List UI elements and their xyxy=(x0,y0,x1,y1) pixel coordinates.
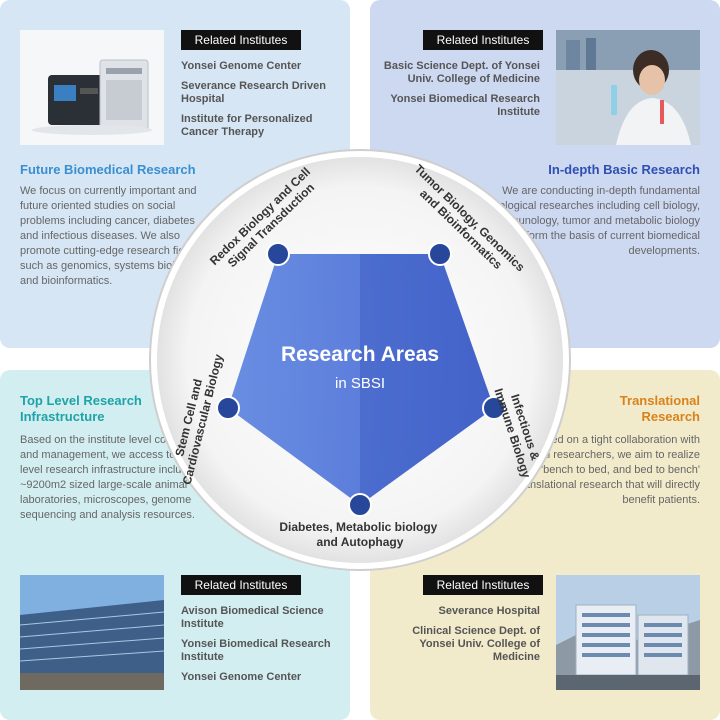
area-node-infectious xyxy=(482,396,506,420)
institute-item: Yonsei Biomedical Research Institute xyxy=(181,638,331,663)
institute-item: Severance Hospital xyxy=(438,605,541,617)
institute-item: Yonsei Genome Center xyxy=(181,671,302,683)
basic-research-description: We are conducting in-depth fundamental b… xyxy=(490,185,700,257)
related-institutes-label-infra: Related Institutes xyxy=(181,575,301,595)
area-node-stemcell xyxy=(216,396,240,420)
institute-item: Institute for Personalized Cancer Therap… xyxy=(181,113,313,138)
infrastructure-description: Based on the institute level collaborati… xyxy=(20,434,217,521)
institute-list-future: Yonsei Genome Center Severance Research … xyxy=(181,60,331,146)
related-institutes-label-future: Related Institutes xyxy=(181,30,301,50)
institute-item: Avison Biomedical Science Institute xyxy=(181,605,324,630)
basic-research-title: In-depth Basic Research xyxy=(548,162,700,177)
pentagon-shade xyxy=(360,254,494,505)
institute-item: Severance Research Driven Hospital xyxy=(181,80,326,105)
infrastructure-title: Top Level Research Infrastructure xyxy=(20,393,142,424)
future-research-description: We focus on currently important and futu… xyxy=(20,185,199,287)
area-node-tumor xyxy=(428,242,452,266)
institute-item: Yonsei Biomedical Research Institute xyxy=(390,93,540,118)
institute-list-infra: Avison Biomedical Science Institute Yons… xyxy=(181,605,341,691)
institute-item: Basic Science Dept. of Yonsei Univ. Coll… xyxy=(383,60,540,85)
research-building-photo xyxy=(20,575,164,690)
related-institutes-label-basic: Related Institutes xyxy=(423,30,543,50)
lab-equipment-photo xyxy=(20,30,164,145)
future-research-title: Future Biomedical Research xyxy=(20,162,196,177)
research-pentagon xyxy=(228,254,494,505)
related-institutes-label-translational: Related Institutes xyxy=(423,575,543,595)
area-label-diabetes: Diabetes, Metabolic biology and Autophag… xyxy=(279,520,440,549)
area-node-redox xyxy=(266,242,290,266)
translational-description: Based on a tight collaboration with clin… xyxy=(517,434,700,506)
translational-title: Translational Research xyxy=(619,393,700,424)
area-node-diabetes xyxy=(348,493,372,517)
hospital-photo xyxy=(556,575,700,690)
institute-item: Yonsei Genome Center xyxy=(181,60,302,72)
institute-list-basic: Basic Science Dept. of Yonsei Univ. Coll… xyxy=(378,60,540,126)
researcher-photo xyxy=(556,30,700,145)
center-title: Research Areas xyxy=(281,343,439,366)
institute-list-translational: Severance Hospital Clinical Science Dept… xyxy=(398,605,540,671)
institute-item: Clinical Science Dept. of Yonsei Univ. C… xyxy=(412,625,540,663)
center-subtitle: in SBSI xyxy=(335,375,385,392)
